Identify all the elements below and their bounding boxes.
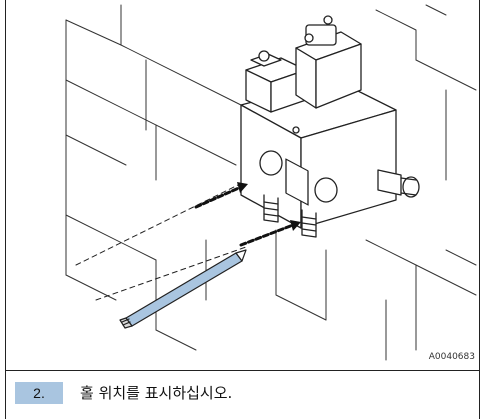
solenoid-valves: [245, 15, 362, 113]
right-border: [479, 0, 480, 419]
left-border: [5, 0, 6, 419]
step-text: 홀 위치를 표시하십시오.: [80, 384, 233, 402]
guide-lines: [75, 184, 247, 301]
figure-id: A0040683: [428, 352, 475, 362]
step-number: 2.: [15, 382, 63, 404]
step-row: 2. 홀 위치를 표시하십시오.: [5, 371, 480, 419]
divider: [5, 370, 480, 371]
valve-block: [240, 79, 420, 238]
position-arrows: [194, 185, 295, 247]
marking-pencil: [119, 249, 247, 329]
installation-illustration: [6, 0, 479, 370]
